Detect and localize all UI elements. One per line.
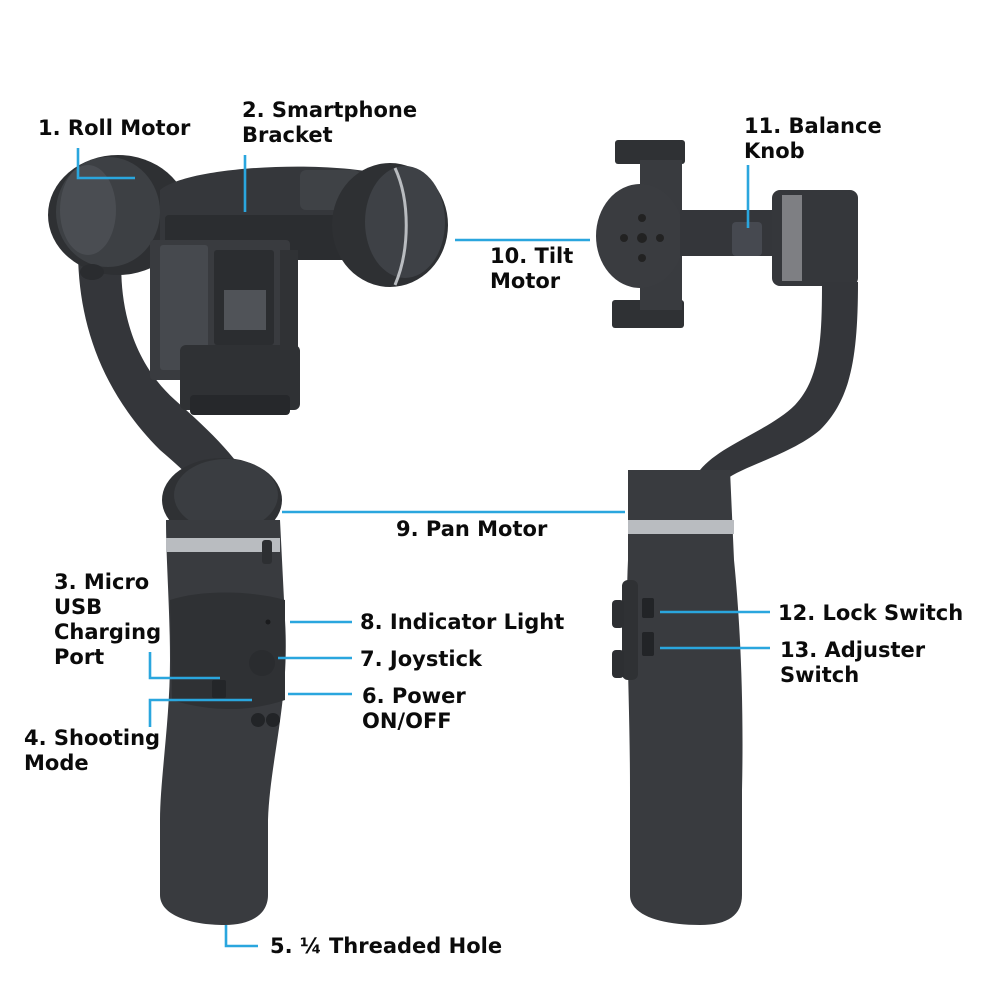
label-micro-usb-line4: Port [54, 645, 105, 669]
leader-threaded-hole [224, 925, 258, 948]
label-shooting-mode: 4. Shooting Mode [24, 726, 160, 776]
usb-port [212, 680, 226, 698]
label-power-line2: ON/OFF [362, 709, 452, 733]
label-joystick: 7. Joystick [360, 647, 482, 671]
label-balance-knob-line1: 11. Balance [744, 114, 882, 138]
leader-shooting-mode [148, 698, 252, 727]
label-adjuster-switch: 13. Adjuster Switch [780, 638, 925, 688]
label-shooting-mode-line1: 4. Shooting [24, 726, 161, 750]
label-tilt-motor-line1: 10. Tilt [490, 244, 574, 268]
label-lock-switch: 12. Lock Switch [778, 601, 964, 625]
joystick-knob [249, 650, 275, 676]
power-button [266, 713, 280, 727]
balance-arm [680, 210, 780, 256]
leader-lines [76, 148, 770, 948]
label-roll-motor: 1. Roll Motor [38, 116, 191, 140]
label-smartphone-bracket-line1: 2. Smartphone [242, 98, 418, 122]
label-micro-usb-line3: Charging [54, 620, 162, 644]
label-tilt-motor-line2: Motor [490, 269, 561, 293]
label-micro-usb-line2: USB [54, 595, 103, 619]
balance-knob [732, 222, 762, 256]
label-balance-knob: 11. Balance Knob [744, 114, 882, 164]
label-adjuster-switch-line2: Switch [780, 663, 860, 687]
left-gimbal [48, 155, 448, 925]
label-micro-usb-line1: 3. Micro [54, 570, 150, 594]
left-tilt-motor [332, 163, 448, 287]
label-shooting-mode-line2: Mode [24, 751, 89, 775]
left-handle-ring [166, 538, 280, 552]
lock-switch [642, 598, 654, 618]
label-threaded-hole: 5. ¼ Threaded Hole [270, 934, 503, 958]
leader-micro-usb [148, 652, 220, 680]
right-handle-ring [628, 520, 734, 534]
right-handle [627, 470, 743, 925]
adjuster-switch [642, 632, 654, 656]
right-roll-motor [772, 190, 858, 286]
label-indicator-light: 8. Indicator Light [360, 610, 565, 634]
right-gimbal-arm [700, 282, 858, 480]
right-tilt-motor [596, 184, 684, 288]
right-gimbal [596, 140, 858, 925]
label-power-line1: 6. Power [362, 684, 466, 708]
label-adjuster-switch-line1: 13. Adjuster [780, 638, 926, 662]
leader-roll-motor [76, 148, 135, 180]
indicator-light [265, 619, 271, 625]
label-power: 6. Power ON/OFF [362, 684, 466, 734]
label-smartphone-bracket: 2. Smartphone Bracket [242, 98, 417, 148]
label-pan-motor: 9. Pan Motor [396, 517, 548, 541]
label-micro-usb: 3. Micro USB Charging Port [54, 570, 161, 670]
label-tilt-motor: 10. Tilt Motor [490, 244, 573, 294]
left-gimbal-arm [78, 250, 262, 520]
label-smartphone-bracket-line2: Bracket [242, 123, 333, 147]
label-balance-knob-line2: Knob [744, 139, 805, 163]
shooting-mode-button [251, 713, 265, 727]
